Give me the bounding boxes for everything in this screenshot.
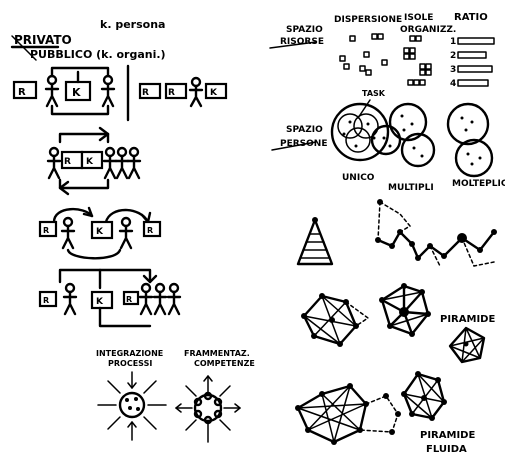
- box-letter: K: [86, 157, 94, 167]
- box-letter: R: [43, 296, 49, 305]
- box-letter: K: [72, 86, 81, 99]
- box-letter: R: [18, 87, 26, 98]
- pyramid-triangle: [298, 217, 332, 264]
- fluid-network-1: [295, 383, 401, 445]
- spazio-risorse-section: SPAZIO RISORSE DISPERSIONE ISOLE ORGANIZ…: [270, 12, 494, 89]
- box-letter: R: [126, 295, 132, 304]
- label-pubblico: PUBBLICO (k. organi.): [30, 48, 166, 61]
- stick-figure: [48, 148, 60, 178]
- ratio-number: 3: [450, 65, 456, 75]
- ratio-list: 1 2 3 4: [450, 37, 494, 89]
- box-letter: K: [96, 297, 104, 307]
- diagram-row-1: R K R R K: [14, 66, 226, 120]
- label-frammentaz-1: FRAMMENTAZ.: [184, 349, 250, 358]
- box-letter: R: [64, 157, 71, 167]
- venn-molteplici: MOLTEPLICI: [448, 104, 505, 189]
- label-multipli: MULTIPLI: [388, 183, 434, 193]
- label-spazio-risorse-1: SPAZIO: [286, 25, 323, 35]
- stick-figure: [46, 76, 58, 106]
- label-k-persona: k. persona: [100, 18, 165, 31]
- star-network: [379, 283, 431, 337]
- label-privato: PRIVATO: [14, 33, 72, 47]
- ratio-number: 1: [450, 37, 456, 47]
- label-integrazione-2: PROCESSI: [108, 359, 152, 368]
- stick-figure: [120, 218, 132, 248]
- diagram-row-4: R K R: [40, 270, 180, 326]
- integrazione-section: INTEGRAZIONE PROCESSI FRAMMENTAZ. COMPET…: [96, 349, 255, 442]
- label-isole-1: ISOLE: [404, 13, 433, 23]
- ratio-number: 4: [450, 79, 456, 89]
- stick-figure: [102, 76, 114, 106]
- privato-pubblico-section: PRIVATO k. persona PUBBLICO (k. organi.)…: [12, 18, 255, 442]
- label-frammentaz-2: COMPETENZE: [194, 359, 255, 368]
- isole-squares: [404, 36, 431, 85]
- mesh-network-1: [301, 293, 368, 347]
- stick-figure: [168, 284, 180, 314]
- stick-figure: [190, 78, 202, 106]
- dispersione-squares: [340, 34, 387, 75]
- fluid-network-2: [401, 371, 447, 421]
- stick-figure: [154, 284, 166, 314]
- label-ratio: RATIO: [454, 12, 488, 23]
- chain-network: [375, 199, 497, 266]
- box-letter: R: [147, 226, 153, 235]
- label-piramide-fluida-2: FLUIDA: [426, 444, 467, 455]
- stick-figure: [128, 148, 140, 178]
- label-piramide-fluida-1: PIRAMIDE: [420, 430, 475, 441]
- label-spazio-persone-1: SPAZIO: [286, 125, 323, 135]
- label-integrazione-1: INTEGRAZIONE: [96, 349, 163, 358]
- label-dispersione: DISPERSIONE: [334, 15, 402, 25]
- stick-figure: [104, 148, 116, 178]
- diagram-row-3: R K R: [40, 208, 160, 258]
- stick-figure: [116, 148, 128, 178]
- ratio-number: 2: [450, 51, 456, 61]
- diagram-row-2: R K: [48, 128, 140, 194]
- label-task: TASK: [362, 89, 386, 98]
- label-molteplici: MOLTEPLICI: [452, 179, 505, 189]
- label-isole-2: ORGANIZZ.: [400, 25, 456, 35]
- stick-figure: [64, 284, 76, 314]
- stick-figure: [62, 218, 74, 248]
- box-letter: R: [168, 88, 175, 98]
- networks-section: PIRAMIDE: [295, 199, 497, 455]
- pentagon-network: [450, 328, 484, 362]
- label-unico: UNICO: [342, 173, 375, 183]
- box-letter: R: [43, 226, 49, 235]
- stick-figure: [140, 284, 152, 314]
- box-letter: K: [210, 88, 218, 98]
- box-letter: R: [142, 88, 149, 98]
- label-piramide: PIRAMIDE: [440, 314, 495, 325]
- venn-unico: TASK UNICO: [332, 89, 388, 183]
- spazio-persone-section: SPAZIO PERSONE TASK UNICO: [272, 89, 505, 193]
- box-letter: K: [96, 227, 104, 237]
